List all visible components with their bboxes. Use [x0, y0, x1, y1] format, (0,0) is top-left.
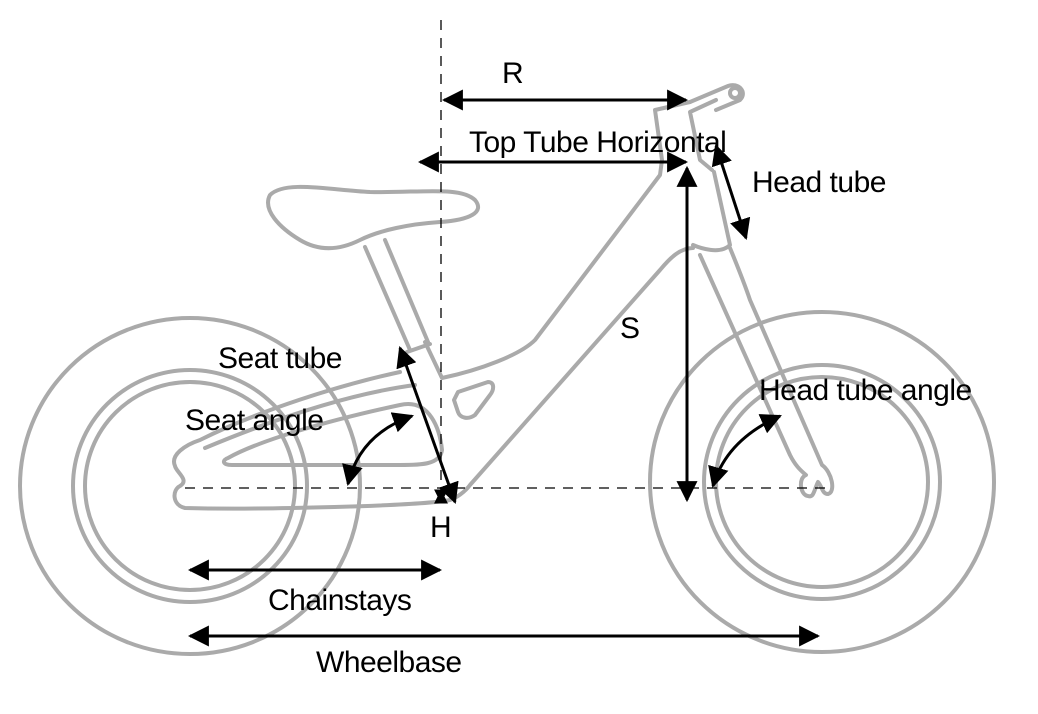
- bb-drop-label: H: [430, 511, 451, 544]
- front-rim-inner: [714, 375, 930, 589]
- head-tube-angle-arc-arrow: [708, 414, 782, 489]
- head-tube-label: Head tube: [752, 166, 886, 199]
- seat-tube-label: Seat tube: [218, 342, 342, 375]
- handlebar-end: [728, 86, 742, 100]
- fork: [698, 246, 835, 499]
- top-tube-horizontal-label: Top Tube Horizontal: [469, 126, 726, 159]
- rear-rim-inner: [83, 380, 297, 592]
- handlebar-stem: [688, 83, 745, 112]
- frame-body: [172, 98, 732, 511]
- seatpost: [363, 238, 432, 354]
- front-rim-outer: [702, 363, 942, 601]
- chainstays-label: Chainstays: [268, 584, 411, 617]
- frame-cutout: [452, 380, 496, 420]
- seat-stay: [203, 383, 417, 450]
- seat-angle-label: Seat angle: [185, 404, 323, 437]
- head-tube-angle-label: Head tube angle: [759, 374, 972, 407]
- front-tire: [648, 310, 996, 654]
- rear-rim-outer: [71, 368, 309, 604]
- front-wheel: [648, 310, 996, 654]
- head-tube-dimension-arrow: [711, 144, 751, 240]
- saddle: [266, 184, 480, 251]
- wheelbase-label: Wheelbase: [316, 646, 462, 679]
- seat-angle-arc-arrow: [342, 412, 414, 487]
- reach-label: R: [502, 57, 523, 90]
- stack-label: S: [620, 312, 640, 345]
- seat-tube-dimension-arrow: [396, 346, 459, 504]
